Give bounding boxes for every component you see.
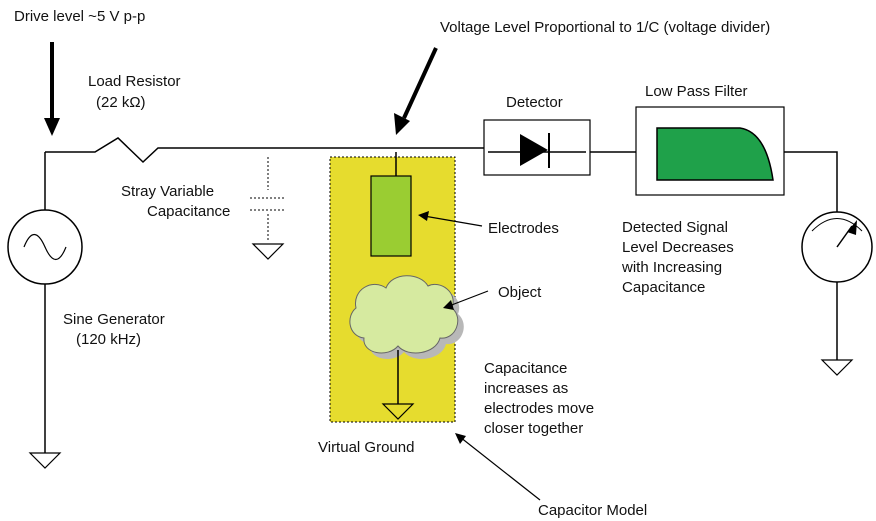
electrodes-label: Electrodes — [488, 220, 559, 237]
electrode-icon — [370, 175, 412, 257]
voltage-level-label: Voltage Level Proportional to 1/C (volta… — [440, 19, 770, 36]
capacitance-note-line2: increases as — [484, 380, 568, 397]
virtual-ground-icon — [381, 403, 415, 420]
load-resistor-label: Load Resistor — [88, 73, 181, 90]
detected-signal-label-line4: Capacitance — [622, 279, 705, 296]
stray-capacitance-label-line1: Stray Variable — [121, 183, 214, 200]
object-cloud-icon — [349, 275, 464, 359]
sine-generator-label-line2: (120 kHz) — [76, 331, 141, 348]
low-pass-filter-label: Low Pass Filter — [645, 83, 748, 100]
capacitor-model-pointer-arrow — [455, 433, 541, 501]
capacitance-note-line4: closer together — [484, 420, 583, 437]
drive-arrow-icon — [44, 42, 60, 136]
diode-icon — [488, 133, 586, 168]
capacitor-model-label: Capacitor Model — [538, 502, 647, 519]
sine-generator-label-line1: Sine Generator — [63, 311, 165, 328]
load-resistor-value-label: (22 kΩ) — [96, 94, 146, 111]
meter-icon — [801, 211, 873, 283]
electrodes-pointer-arrow — [418, 211, 483, 227]
capacitance-note-line1: Capacitance — [484, 360, 567, 377]
detected-signal-label-line1: Detected Signal — [622, 219, 728, 236]
stray-ground-icon — [251, 243, 285, 260]
generator-ground-icon — [28, 452, 62, 469]
stray-capacitor-icon — [250, 157, 286, 240]
wire-filter-to-meter — [784, 151, 838, 212]
detected-signal-label-line2: Level Decreases — [622, 239, 734, 256]
main-signal-wire — [45, 137, 484, 164]
detected-signal-label-line3: with Increasing — [621, 259, 722, 276]
object-label: Object — [498, 284, 542, 301]
voltage-arrow-icon — [394, 47, 438, 135]
drive-level-label: Drive level ~5 V p-p — [14, 8, 145, 25]
stray-capacitance-label-line2: Capacitance — [147, 203, 230, 220]
filter-response-icon — [656, 127, 774, 181]
sine-generator-icon — [7, 209, 83, 285]
object-pointer-arrow — [443, 290, 489, 310]
capacitance-note-line3: electrodes move — [484, 400, 594, 417]
detector-label: Detector — [506, 94, 563, 111]
virtual-ground-label: Virtual Ground — [318, 439, 414, 456]
meter-ground-icon — [820, 359, 854, 376]
